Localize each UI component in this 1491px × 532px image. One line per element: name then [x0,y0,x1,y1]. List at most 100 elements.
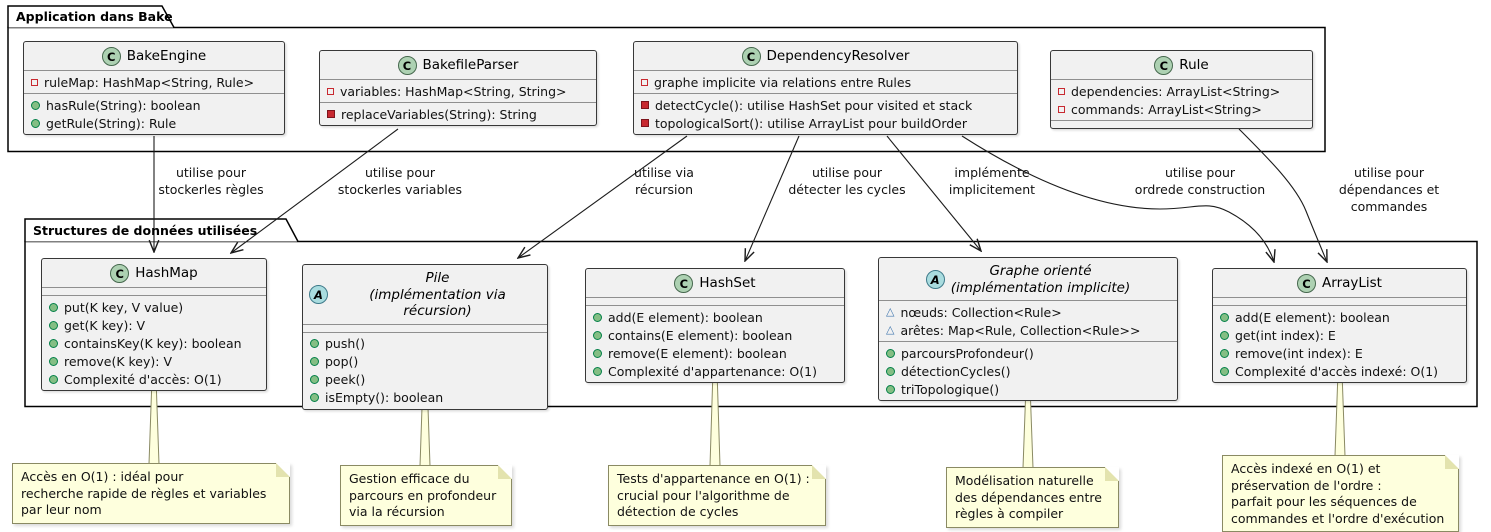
class-member: variables: HashMap<String, String> [320,82,596,100]
edge-bakefileparser-hashmap [231,128,399,253]
abstract-class-icon: A [925,270,945,289]
class-icon: C [110,264,130,283]
package-field-icon: △ [886,305,895,318]
member-text: push() [325,336,366,351]
edge-label-dependencyresolver-graphe: implémente implicitement [948,165,1036,197]
attributes-compartment [1213,297,1466,305]
member-text: peek() [325,372,366,387]
edge-label-dependencyresolver-arraylist: utilise pour ordrede construction [1134,165,1266,197]
package-structures-tab [24,218,299,242]
public-method-icon [49,374,58,384]
attributes-compartment: variables: HashMap<String, String> [320,79,596,102]
methods-compartment [1051,120,1312,128]
package-label-structures: Structures de données utilisées [33,223,258,238]
note-text: Accès indexé en O(1) et préservation de … [1231,461,1445,526]
class-member: remove(int index): E [1213,344,1466,362]
class-member: put(K key, V value) [42,298,266,316]
member-text: topologicalSort(): utilise ArrayList pou… [655,115,968,131]
attributes-compartment [586,297,844,305]
class-icon: C [674,274,694,293]
public-method-icon [31,118,40,128]
class-member: get(int index): E [1213,326,1466,344]
class-title: Pile(implémentation via récursion) [369,270,506,319]
class-member: containsKey(K key): boolean [42,334,266,352]
class-hashmap: C HashMap put(K key, V value)get(K key): V… [41,258,267,391]
member-text: arêtes: Map<Rule, Collection<Rule>> [900,322,1141,338]
class-member: détectionCycles() [879,362,1177,380]
edge-label-rule-arraylist: utilise pour dépendances et commandes [1338,165,1440,214]
methods-compartment: detectCycle(): utilise HashSet pour visi… [634,93,1017,134]
methods-compartment: replaceVariables(String): String [320,102,596,125]
note-text: Gestion efficace du parcours en profonde… [349,471,497,519]
edge-label-bakeengine-hashmap: utilise pour stockerles règles [158,165,264,197]
member-text: nœuds: Collection<Rule> [900,304,1062,320]
note-hashmap: Accès en O(1) : idéal pour recherche rap… [12,463,290,524]
class-title: HashMap [135,265,198,282]
public-method-icon [49,338,58,348]
methods-compartment: parcoursProfondeur()détectionCycles()tri… [879,341,1177,400]
class-member: parcoursProfondeur() [879,344,1177,362]
edge-dependencyresolver-arraylist [961,135,1274,262]
member-text: add(E element): boolean [1235,309,1390,325]
private-field-icon [1058,87,1065,95]
attributes-compartment: dependencies: ArrayList<String>commands:… [1051,79,1312,120]
member-text: remove(K key): V [64,353,173,369]
class-member: commands: ArrayList<String> [1051,100,1312,118]
public-method-icon [886,384,895,394]
member-text: detectCycle(): utilise HashSet pour visi… [655,97,973,113]
class-member: contains(E element): boolean [586,326,844,344]
attributes-compartment [303,323,547,332]
note-graphe: Modélisation naturelle des dépendances e… [946,467,1119,528]
class-member: peek() [303,371,547,389]
private-field-icon [1058,105,1065,113]
member-text: contains(E element): boolean [608,327,793,343]
public-method-icon [593,366,602,376]
class-icon: C [397,56,417,75]
public-method-icon [1220,348,1229,358]
class-title: BakefileParser [422,57,519,74]
member-text: isEmpty(): boolean [325,390,444,405]
edge-rule-arraylist [1238,128,1327,262]
class-title: DependencyResolver [766,48,910,65]
member-text: containsKey(K key): boolean [64,335,242,351]
class-member: topologicalSort(): utilise ArrayList pou… [634,114,1017,132]
class-member: Complexité d'appartenance: O(1) [586,362,844,380]
class-bakefileparser: C BakefileParser variables: HashMap<String… [319,50,597,126]
class-member: Complexité d'accès indexé: O(1) [1213,362,1466,380]
member-text: ruleMap: HashMap<String, Rule> [44,74,255,90]
class-icon: C [101,47,121,66]
edge-label-dependencyresolver-pile: utilise via récursion [634,165,694,197]
class-icon: C [1154,56,1174,75]
private-method-icon [641,101,649,109]
class-member: pop() [303,353,547,371]
package-application-tab [7,5,175,28]
note-text: Accès en O(1) : idéal pour recherche rap… [21,469,267,517]
note-arraylist: Accès indexé en O(1) et préservation de … [1222,455,1459,532]
member-text: get(K key): V [64,317,146,333]
public-method-icon [593,330,602,340]
member-text: détectionCycles() [901,363,1011,379]
attributes-compartment [42,287,266,295]
class-member: △ nœuds: Collection<Rule> [879,303,1177,321]
public-method-icon [593,348,602,358]
note-pile: Gestion efficace du parcours en profonde… [340,465,512,526]
attributes-compartment: ruleMap: HashMap<String, Rule> [24,70,284,93]
member-text: Complexité d'appartenance: O(1) [608,363,817,379]
member-text: remove(E element): boolean [608,345,787,361]
edge-dependencyresolver-pile [518,135,688,258]
class-member: Complexité d'accès: O(1) [42,370,266,388]
note-text: Tests d'appartenance en O(1) : crucial p… [617,471,810,519]
member-text: add(E element): boolean [608,309,763,325]
class-member: graphe implicite via relations entre Rul… [634,73,1017,91]
